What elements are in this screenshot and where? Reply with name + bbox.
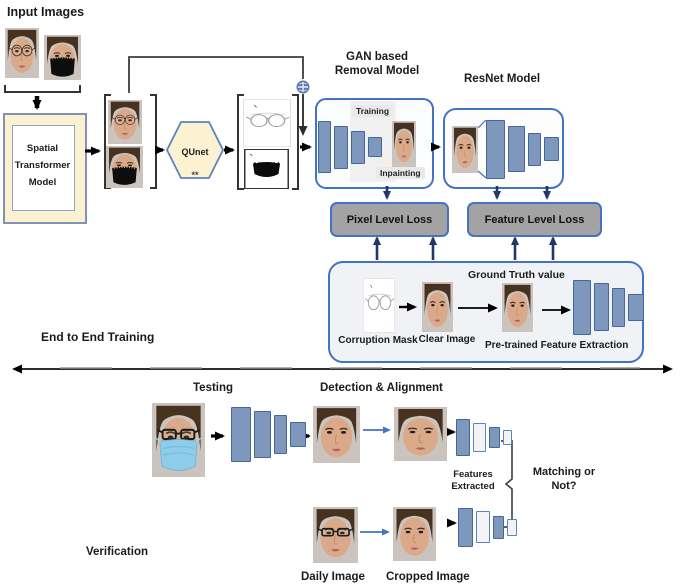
input-image-masked-face: [44, 35, 81, 80]
skip-connection-line: [128, 56, 310, 136]
testing-label: Testing: [193, 382, 234, 394]
verification-label: Verification: [86, 546, 148, 558]
stm-output-glasses-face: [108, 100, 142, 144]
stm-output-bracket-left: [104, 94, 111, 189]
cropped-image-face: [393, 507, 436, 561]
pretrained-feature-label: Pre-trained Feature Extraction: [485, 340, 629, 351]
qunet-hexagon: [165, 121, 225, 179]
ground-truth-label: Ground Truth value: [468, 269, 565, 281]
glasses-mask-sketch: [243, 99, 291, 147]
daily-image-face: [313, 507, 358, 563]
input-image-glasses-face: [5, 28, 39, 78]
resnet-title: ResNet Model: [464, 73, 541, 85]
qunet-output-bracket-left: [237, 94, 244, 190]
plus-circle-icon: [296, 80, 310, 94]
feature-level-loss-box: Feature Level Loss: [467, 202, 602, 237]
gan-title: GAN based Removal Model: [334, 51, 420, 78]
qunet-sub: **: [191, 169, 199, 180]
clear-image-label: Clear Image: [418, 334, 476, 345]
detection-alignment-label: Detection & Alignment: [320, 382, 443, 394]
spatial-transformer-label: Spatial Transformer Model: [14, 143, 71, 189]
corruption-mask-label: Corruption Mask: [338, 335, 418, 346]
aligned-face: [394, 407, 447, 461]
testing-masked-face: [152, 403, 205, 477]
gan-encoder-bars: [318, 121, 382, 173]
detected-face: [313, 406, 360, 463]
qunet-name: QUnet: [181, 147, 209, 158]
ground-truth-face: [502, 283, 533, 332]
resnet-bars: [486, 119, 559, 179]
features-extracted-bars-top: [456, 418, 512, 456]
cropped-image-label: Cropped Image: [386, 571, 470, 583]
end-to-end-training-label: End to End Training: [41, 330, 155, 344]
testing-network-bars: [231, 405, 306, 463]
pixel-level-loss-box: Pixel Level Loss: [330, 202, 449, 237]
resnet-fan-lines: [477, 119, 487, 179]
resnet-input-face: [452, 126, 478, 173]
qunet-output-bracket-right: [292, 94, 299, 190]
input-images-bracket: [4, 85, 81, 93]
matching-or-not-label: Matching or Not?: [532, 466, 596, 492]
features-extracted-bars-bottom: [458, 507, 517, 547]
daily-image-label: Daily Image: [301, 571, 365, 583]
black-mask-sketch: [244, 149, 289, 189]
inpainting-chip: Inpainting: [376, 167, 425, 179]
corruption-mask-image: [363, 278, 395, 333]
clear-image-face: [422, 282, 453, 332]
spatial-transformer-inner-box: [12, 125, 75, 211]
stm-output-masked-face: [106, 146, 143, 188]
stm-output-bracket-right: [150, 94, 157, 189]
pretrained-feature-bars: [573, 279, 644, 335]
gan-output-face: [392, 121, 416, 167]
input-images-title: Input Images: [7, 5, 85, 19]
features-extracted-label: Features Extracted: [451, 469, 495, 492]
training-chip: Training: [352, 105, 394, 117]
pixel-level-loss-label: Pixel Level Loss: [346, 213, 433, 226]
feature-level-loss-label: Feature Level Loss: [484, 213, 585, 226]
qunet-label: QUnet **: [168, 136, 222, 181]
